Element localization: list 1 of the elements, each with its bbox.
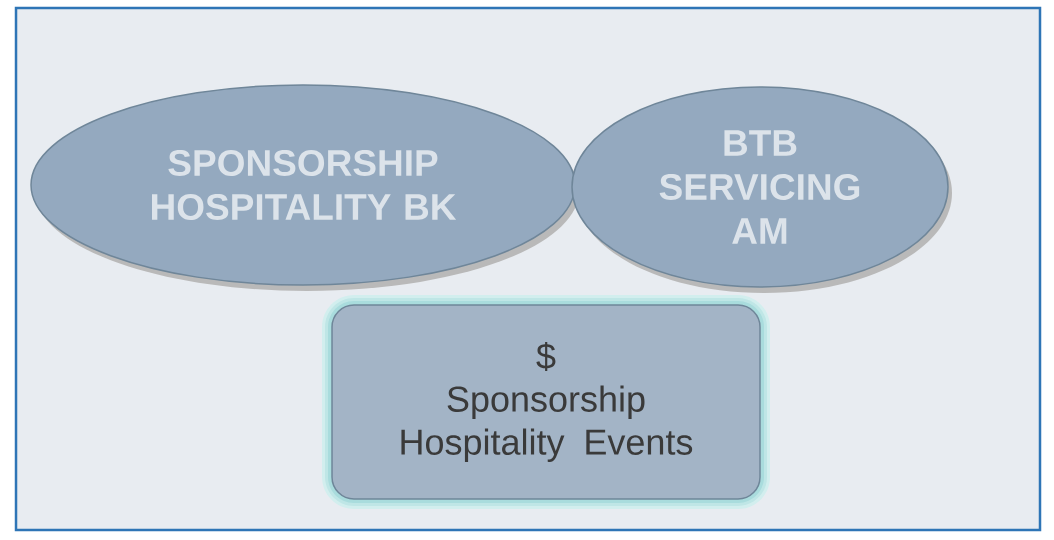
- rounded-box: $ Sponsorship Hospitality Events: [322, 295, 770, 509]
